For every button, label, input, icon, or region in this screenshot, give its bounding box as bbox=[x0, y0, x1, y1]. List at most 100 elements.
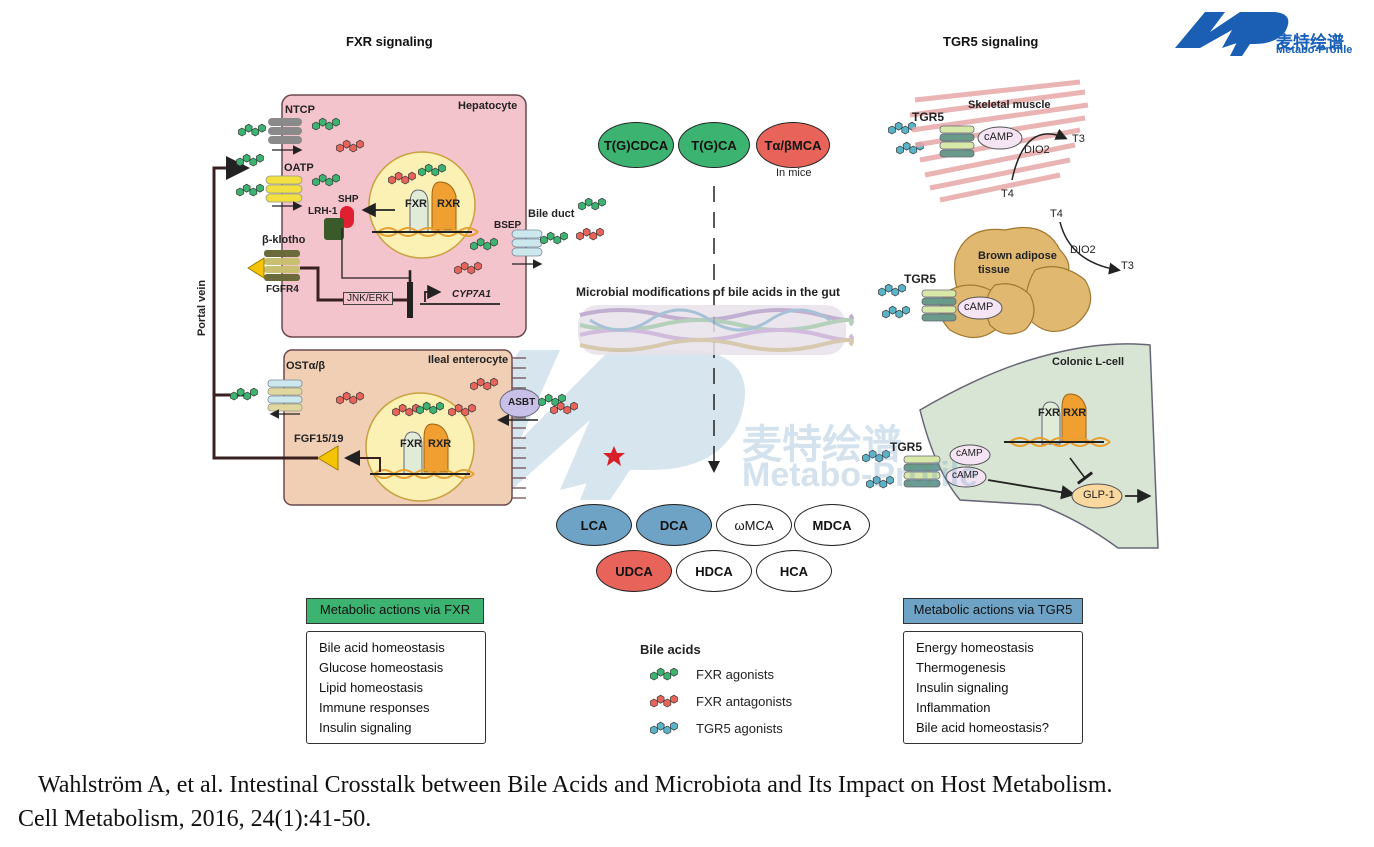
fgfr4-receptor bbox=[264, 250, 300, 281]
hepatocyte-label: Hepatocyte bbox=[458, 100, 518, 112]
tgr5-actions-list: Energy homeostasis Thermogenesis Insulin… bbox=[903, 631, 1083, 744]
bile-acid-molecule bbox=[878, 283, 906, 297]
bile-acid-molecule bbox=[650, 721, 678, 735]
shp-label: SHP bbox=[338, 194, 359, 205]
fxr-shape bbox=[409, 189, 429, 233]
tgr5-label-muscle: TGR5 bbox=[912, 110, 945, 124]
legend-swatches bbox=[650, 667, 678, 735]
bile-acid-molecule bbox=[236, 153, 264, 167]
portal-vein-label: Portal vein bbox=[196, 279, 208, 337]
dio2-label-adipose: DIO2 bbox=[1070, 244, 1096, 256]
watermark-en: Metabo-Profile bbox=[742, 456, 979, 494]
bile-acid-molecule bbox=[470, 377, 498, 391]
legend-tgr5-agonists: TGR5 agonists bbox=[696, 721, 783, 736]
bile-acid-molecule bbox=[650, 667, 678, 681]
beta-klotho-label: β-klotho bbox=[262, 234, 306, 246]
bile-acid-oval-lca: LCA bbox=[556, 504, 632, 546]
fxr-action-item: Immune responses bbox=[319, 700, 430, 715]
bile-acid-molecule bbox=[336, 139, 364, 153]
dio2-label-muscle: DIO2 bbox=[1024, 144, 1050, 156]
bsep-label: BSEP bbox=[494, 220, 522, 231]
t3-label-muscle: T3 bbox=[1072, 133, 1085, 145]
tgr5-action-item: Bile acid homeostasis? bbox=[916, 720, 1049, 735]
fxr-label-lcell: FXR bbox=[1038, 407, 1060, 419]
bile-acid-molecule bbox=[650, 694, 678, 708]
bile-acid-oval-mdca: MDCA bbox=[794, 504, 870, 546]
bile-acid-molecules bbox=[230, 117, 1070, 489]
bile-acid-molecule bbox=[540, 231, 568, 245]
t3-label-adipose: T3 bbox=[1121, 260, 1134, 272]
bile-acid-oval-udca: UDCA bbox=[596, 550, 672, 592]
bile-acid-molecule bbox=[238, 123, 266, 137]
portal-vein-line bbox=[212, 156, 318, 460]
fxr-actions-list: Bile acid homeostasis Glucose homeostasi… bbox=[306, 631, 486, 744]
brown-adipose-label-1: Brown adipose bbox=[978, 250, 1057, 262]
fxr-label-gut: FXR bbox=[400, 438, 422, 450]
fxr-action-item: Glucose homeostasis bbox=[319, 660, 444, 675]
in-mice-label: In mice bbox=[776, 167, 812, 179]
bile-acid-molecule bbox=[388, 171, 416, 185]
tgr5-action-item: Insulin signaling bbox=[916, 680, 1009, 695]
oatp-transporter bbox=[265, 175, 303, 203]
bile-acid-molecule bbox=[578, 197, 606, 211]
ost-label: OSTα/β bbox=[286, 360, 326, 372]
lrh1-label: LRH-1 bbox=[308, 206, 338, 217]
bile-acid-molecule bbox=[448, 403, 476, 417]
bile-acid-molecule bbox=[418, 163, 446, 177]
rxr-label-lcell: RXR bbox=[1063, 407, 1087, 419]
tgr5-label-lcell: TGR5 bbox=[890, 440, 923, 454]
tgr5-signaling-title: TGR5 signaling bbox=[943, 34, 1039, 49]
tgr5-action-item: Thermogenesis bbox=[916, 660, 1006, 675]
bile-acid-molecule bbox=[416, 401, 444, 415]
fgf-label: FGF15/19 bbox=[294, 433, 344, 445]
fgf-triangle-liver bbox=[247, 257, 265, 279]
bile-acid-molecule bbox=[392, 403, 420, 417]
lrh1-shape bbox=[324, 218, 344, 240]
asbt-label: ASBT bbox=[508, 397, 536, 408]
logo-en-text: Metabo-Profile bbox=[1276, 44, 1353, 56]
fxr-label-liver: FXR bbox=[405, 198, 427, 210]
ntcp-transporter bbox=[268, 118, 302, 144]
bile-acid-oval-wmca: ωMCA bbox=[716, 504, 792, 546]
bile-duct-label: Bile duct bbox=[528, 208, 575, 220]
oatp-label: OATP bbox=[284, 162, 314, 174]
ost-transporter bbox=[267, 379, 303, 412]
tgr5-receptor-adipose bbox=[921, 289, 957, 322]
bsep-transporter bbox=[511, 229, 543, 257]
fgfr4-label: FGFR4 bbox=[266, 284, 299, 295]
fgf-triangle-gut bbox=[317, 445, 339, 471]
brown-adipose-tissue bbox=[939, 226, 1092, 339]
bile-acid-molecule bbox=[312, 117, 340, 131]
lcell-label: Colonic L-cell bbox=[1052, 356, 1125, 368]
bile-acid-molecule bbox=[336, 391, 364, 405]
bile-acid-molecule bbox=[550, 401, 578, 415]
watermark-cn: 麦特绘谱 bbox=[742, 422, 902, 468]
bile-acid-molecule bbox=[236, 183, 264, 197]
bile-acid-oval-hca: HCA bbox=[756, 550, 832, 592]
ntcp-label: NTCP bbox=[285, 104, 315, 116]
bile-acid-molecule bbox=[862, 449, 890, 463]
tgr5-action-item: Energy homeostasis bbox=[916, 640, 1034, 655]
bile-acid-oval-tgcdca: T(G)CDCA bbox=[598, 122, 674, 168]
bile-acid-molecule bbox=[230, 387, 258, 401]
jnk-erk-label: JNK/ERK bbox=[343, 292, 394, 305]
microbial-modification-label: Microbial modifications of bile acids in… bbox=[576, 285, 841, 299]
bile-acid-molecule bbox=[312, 173, 340, 187]
bile-acid-molecule bbox=[454, 261, 482, 275]
bile-acid-molecule bbox=[866, 475, 894, 489]
microbiota-band bbox=[578, 305, 854, 355]
fxr-signaling-title: FXR signaling bbox=[346, 34, 433, 49]
fxr-actions-header: Metabolic actions via FXR bbox=[306, 598, 484, 624]
tgr5-actions-header: Metabolic actions via TGR5 bbox=[903, 598, 1083, 624]
bile-acid-oval-tabmca: Tα/βMCA bbox=[756, 122, 830, 168]
camp-label-adipose: cAMP bbox=[964, 301, 994, 313]
tgr5-receptor-lcell bbox=[903, 455, 941, 488]
fxr-action-item: Lipid homeostasis bbox=[319, 680, 424, 695]
camp-label-lcell-1: cAMP bbox=[956, 448, 983, 459]
legend-title: Bile acids bbox=[640, 642, 701, 657]
rxr-label-liver: RXR bbox=[437, 198, 461, 210]
skeletal-muscle-label: Skeletal muscle bbox=[968, 99, 1051, 111]
brand-logo-mark bbox=[1175, 12, 1289, 56]
